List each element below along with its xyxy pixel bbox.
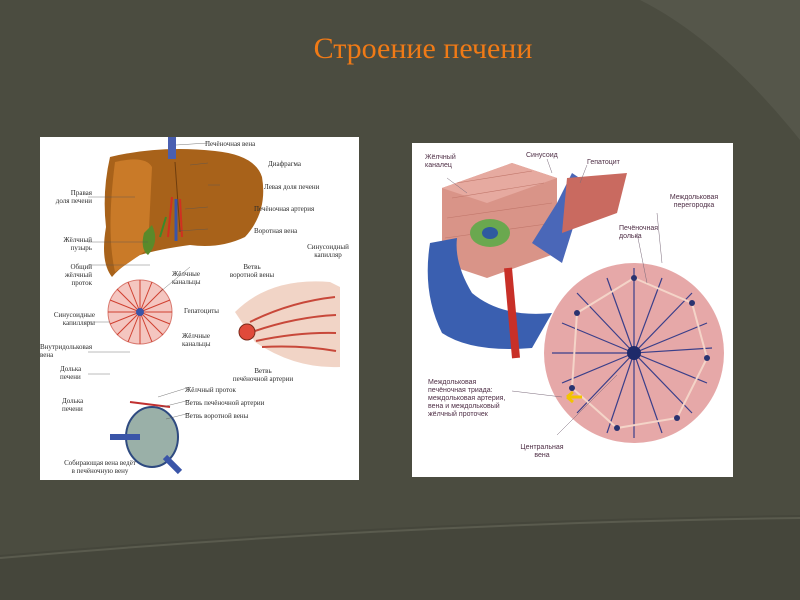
label-portal-vein: Воротная вена xyxy=(254,227,298,235)
label-hepatic-artery: Печёночная артерия xyxy=(254,205,315,213)
label-central-vein: Центральная вена xyxy=(520,444,564,459)
label-bile-duct: Жёлчный проток xyxy=(185,386,236,394)
label-hepatic-lobule: Печёночная долька xyxy=(619,225,659,240)
label-sinusoid: Синусоид xyxy=(526,152,558,159)
label-hepatocyte: Гепатоцит xyxy=(587,159,620,166)
label-interlobular-septum: Междольковая перегородка xyxy=(669,194,719,209)
label-common-bile-duct: Общий жёлчный проток xyxy=(64,263,92,287)
label-left-lobe: Левая доля печени xyxy=(264,183,320,191)
label-right-lobe: Правая доля печени xyxy=(55,189,92,205)
liver-lobule-figure-right: Жёлчный каналец Синусоид Гепатоцит Междо… xyxy=(412,143,733,477)
liver-illustration xyxy=(88,137,340,475)
label-sinusoid-capillaries: Синусоидные капилляры xyxy=(53,311,95,327)
label-branch-portal-vein: Ветвь воротной вены xyxy=(185,412,249,420)
label-gallbladder: Жёлчный пузырь xyxy=(63,236,92,252)
label-intralobular-vein: Внутридольковая вена xyxy=(40,343,93,359)
label-bile-canaliculi-mid: Жёлчные канальцы xyxy=(182,332,211,348)
label-hepatic-vein: Печёночная вена xyxy=(205,140,256,148)
label-sinusoid-capillary: Синусоидный капилляр xyxy=(307,243,349,259)
slide-title: Строение печени xyxy=(313,32,533,65)
label-hepatocytes: Гепатоциты xyxy=(184,307,220,315)
label-liver-lobule-2: Долька печени xyxy=(62,397,84,413)
label-portal-vein-branch: Ветвь воротной вены xyxy=(229,263,275,279)
label-bile-canaliculus: Жёлчный каналец xyxy=(425,154,456,169)
lobule-illustration xyxy=(427,158,724,443)
label-bile-canaliculi-top: Жёлчные канальцы xyxy=(172,270,201,286)
label-hepatic-artery-branch: Ветвь печёночной артерии xyxy=(232,367,294,383)
label-diaphragm: Диафрагма xyxy=(268,160,302,168)
liver-structure-figure-left: Печёночная вена Диафрагма Правая доля пе… xyxy=(40,137,359,480)
label-liver-lobule: Долька печени xyxy=(60,365,82,381)
label-collecting-vein: Собирающая вена ведёт в печёночную вену xyxy=(64,459,136,475)
label-interlobular-triad: Междольковая печёночная триада: междольк… xyxy=(428,379,506,418)
label-branch-hepatic-artery: Ветвь печёночной артерии xyxy=(185,399,265,407)
